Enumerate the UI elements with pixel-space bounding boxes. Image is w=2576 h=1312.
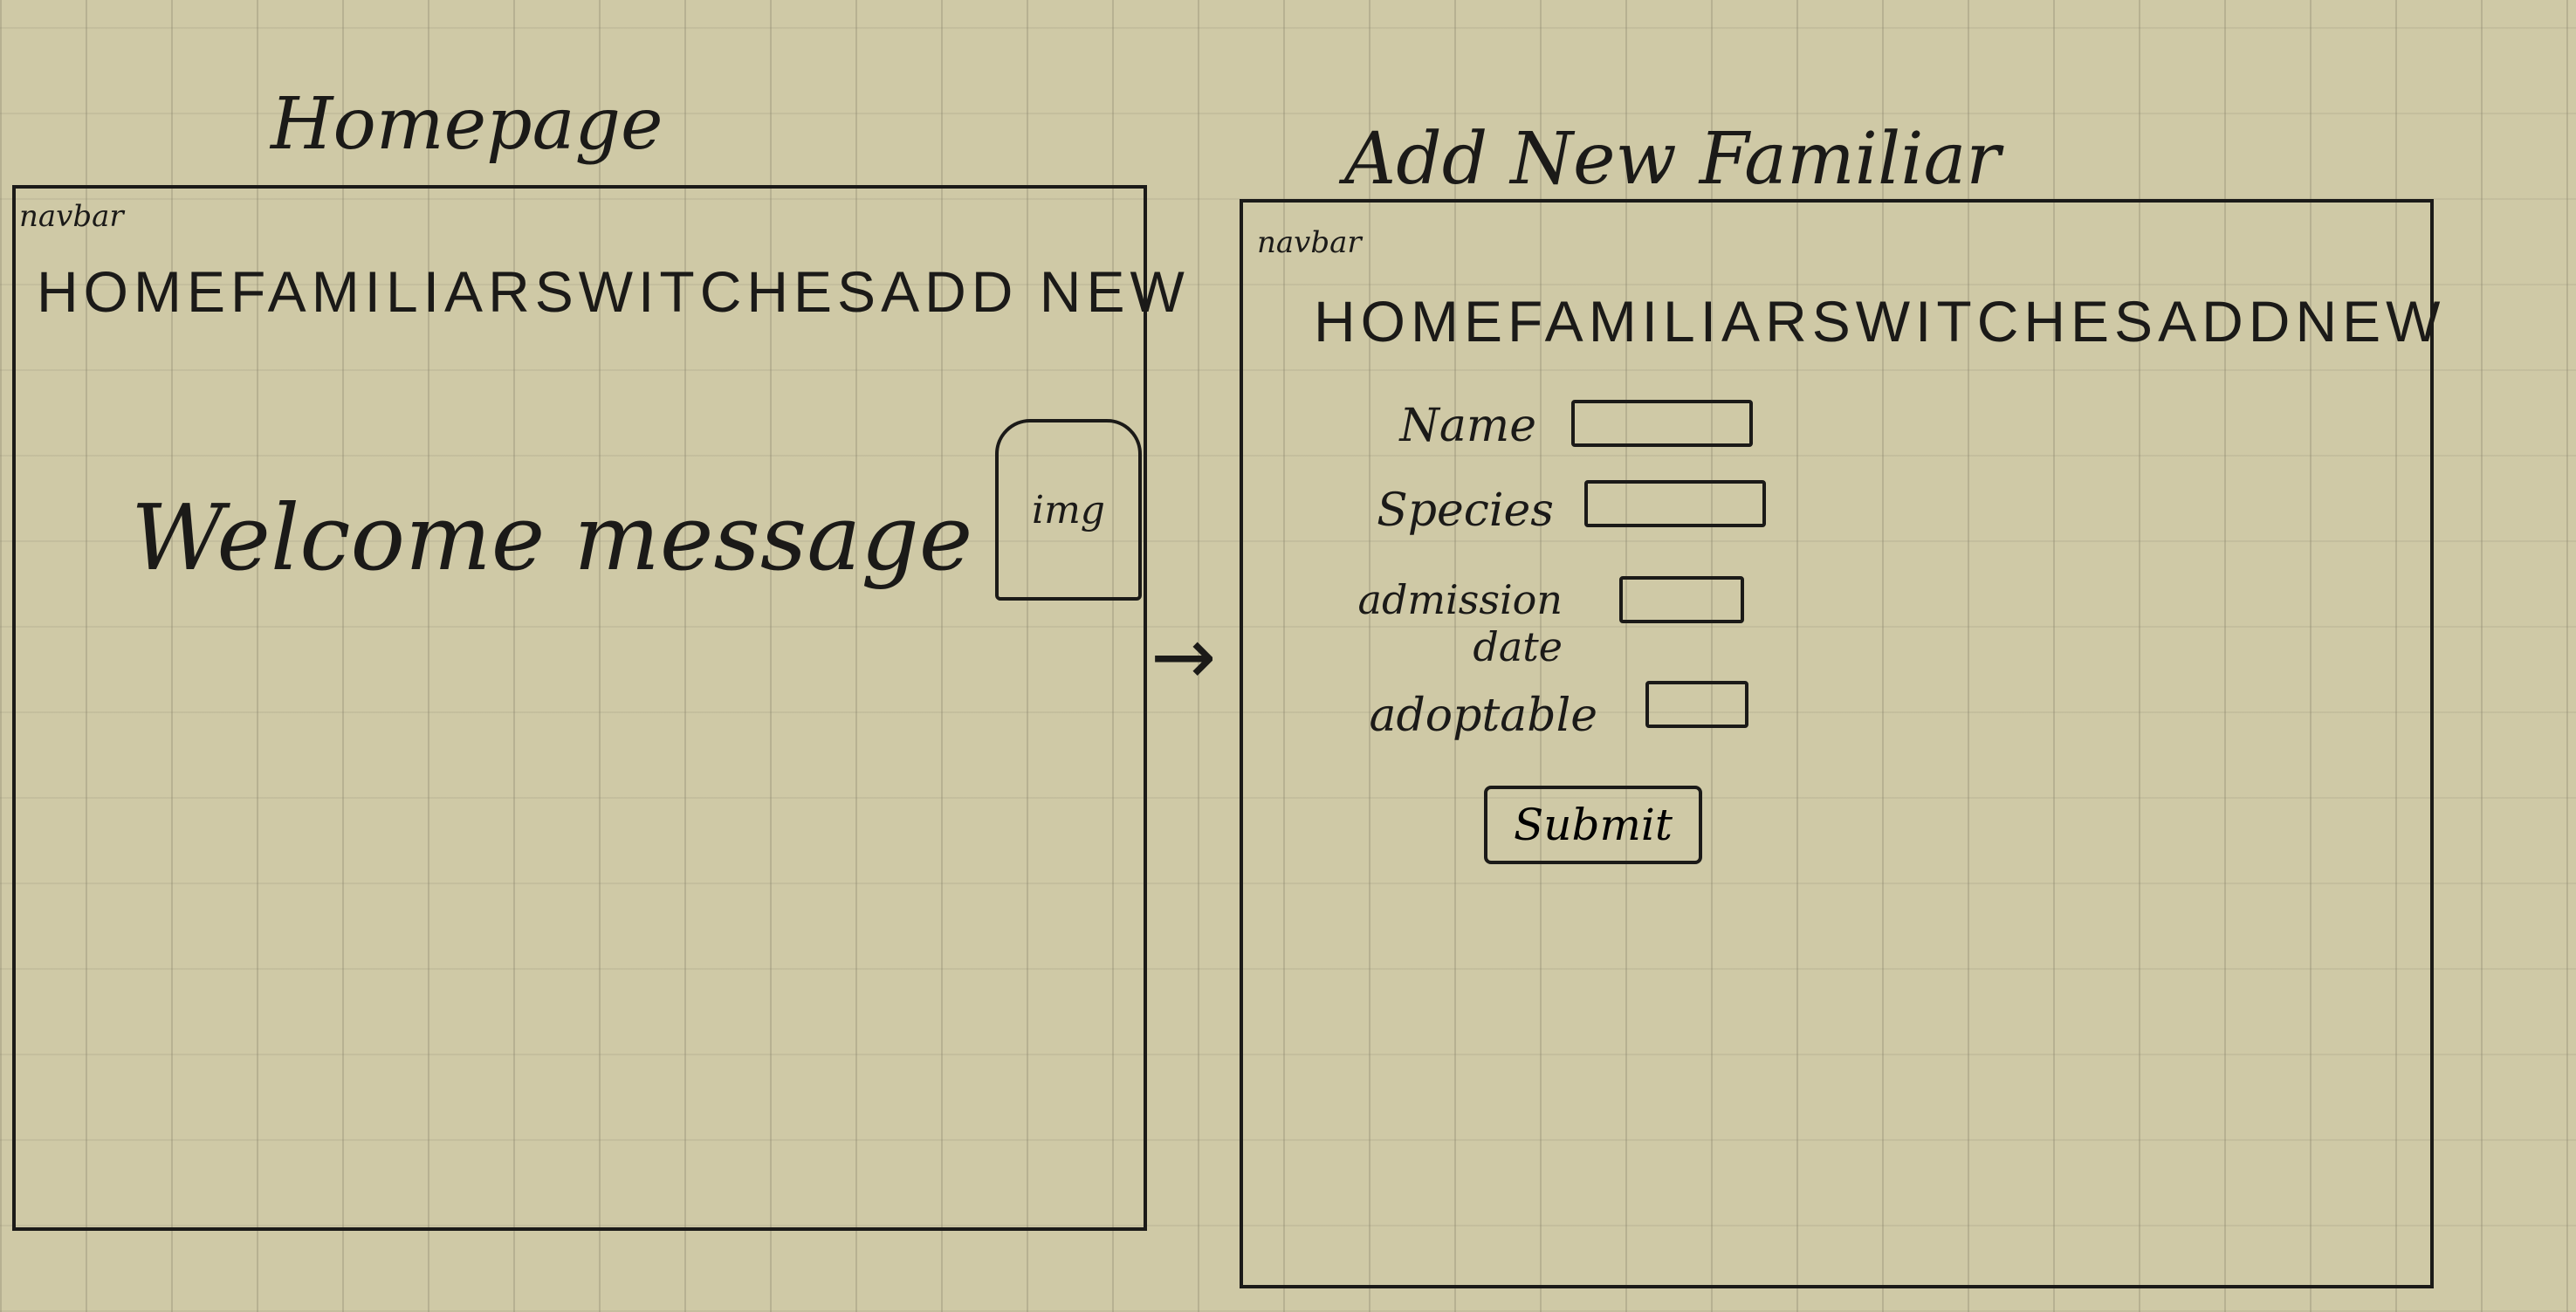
add-new-navbar: HOME FAMILIARS WITCHES ADDNEW — [1314, 288, 2440, 354]
admission-date-input[interactable] — [1619, 576, 1744, 623]
admission-date-label: admission date — [1357, 576, 1563, 670]
homepage-navbar-tag: navbar — [19, 199, 124, 234]
add-new-title: Add New Familiar — [1344, 118, 2001, 201]
homepage-nav-home[interactable]: HOME — [37, 259, 230, 324]
submit-button[interactable]: Submit — [1484, 786, 1702, 864]
species-label: Species — [1377, 484, 1554, 537]
adoptable-label: adoptable — [1369, 690, 1597, 742]
name-label: Name — [1399, 400, 1536, 452]
species-input[interactable] — [1584, 480, 1766, 527]
welcome-message: Welcome message — [131, 484, 973, 591]
adoptable-checkbox[interactable] — [1645, 681, 1748, 728]
homepage-navbar: HOME FAMILIARS WITCHES ADD NEW — [37, 258, 1185, 325]
transition-arrow-icon: → — [1151, 611, 1217, 703]
add-new-frame — [1240, 199, 2434, 1288]
homepage-nav-add-new[interactable]: ADD NEW — [881, 259, 1190, 324]
add-new-nav-add-new[interactable]: ADDNEW — [2158, 289, 2446, 354]
homepage-image-placeholder: img — [995, 419, 1142, 601]
homepage-nav-witches[interactable]: WITCHES — [578, 259, 882, 324]
homepage-title: Homepage — [271, 83, 663, 166]
name-input[interactable] — [1571, 400, 1753, 447]
add-new-nav-home[interactable]: HOME — [1314, 289, 1508, 354]
homepage-frame — [12, 185, 1147, 1231]
add-new-nav-familiars[interactable]: FAMILIARS — [1508, 289, 1856, 354]
homepage-nav-familiars[interactable]: FAMILIARS — [230, 259, 579, 324]
add-new-navbar-tag: navbar — [1257, 225, 1362, 260]
image-label: img — [1032, 487, 1105, 532]
add-new-nav-witches[interactable]: WITCHES — [1855, 289, 2159, 354]
